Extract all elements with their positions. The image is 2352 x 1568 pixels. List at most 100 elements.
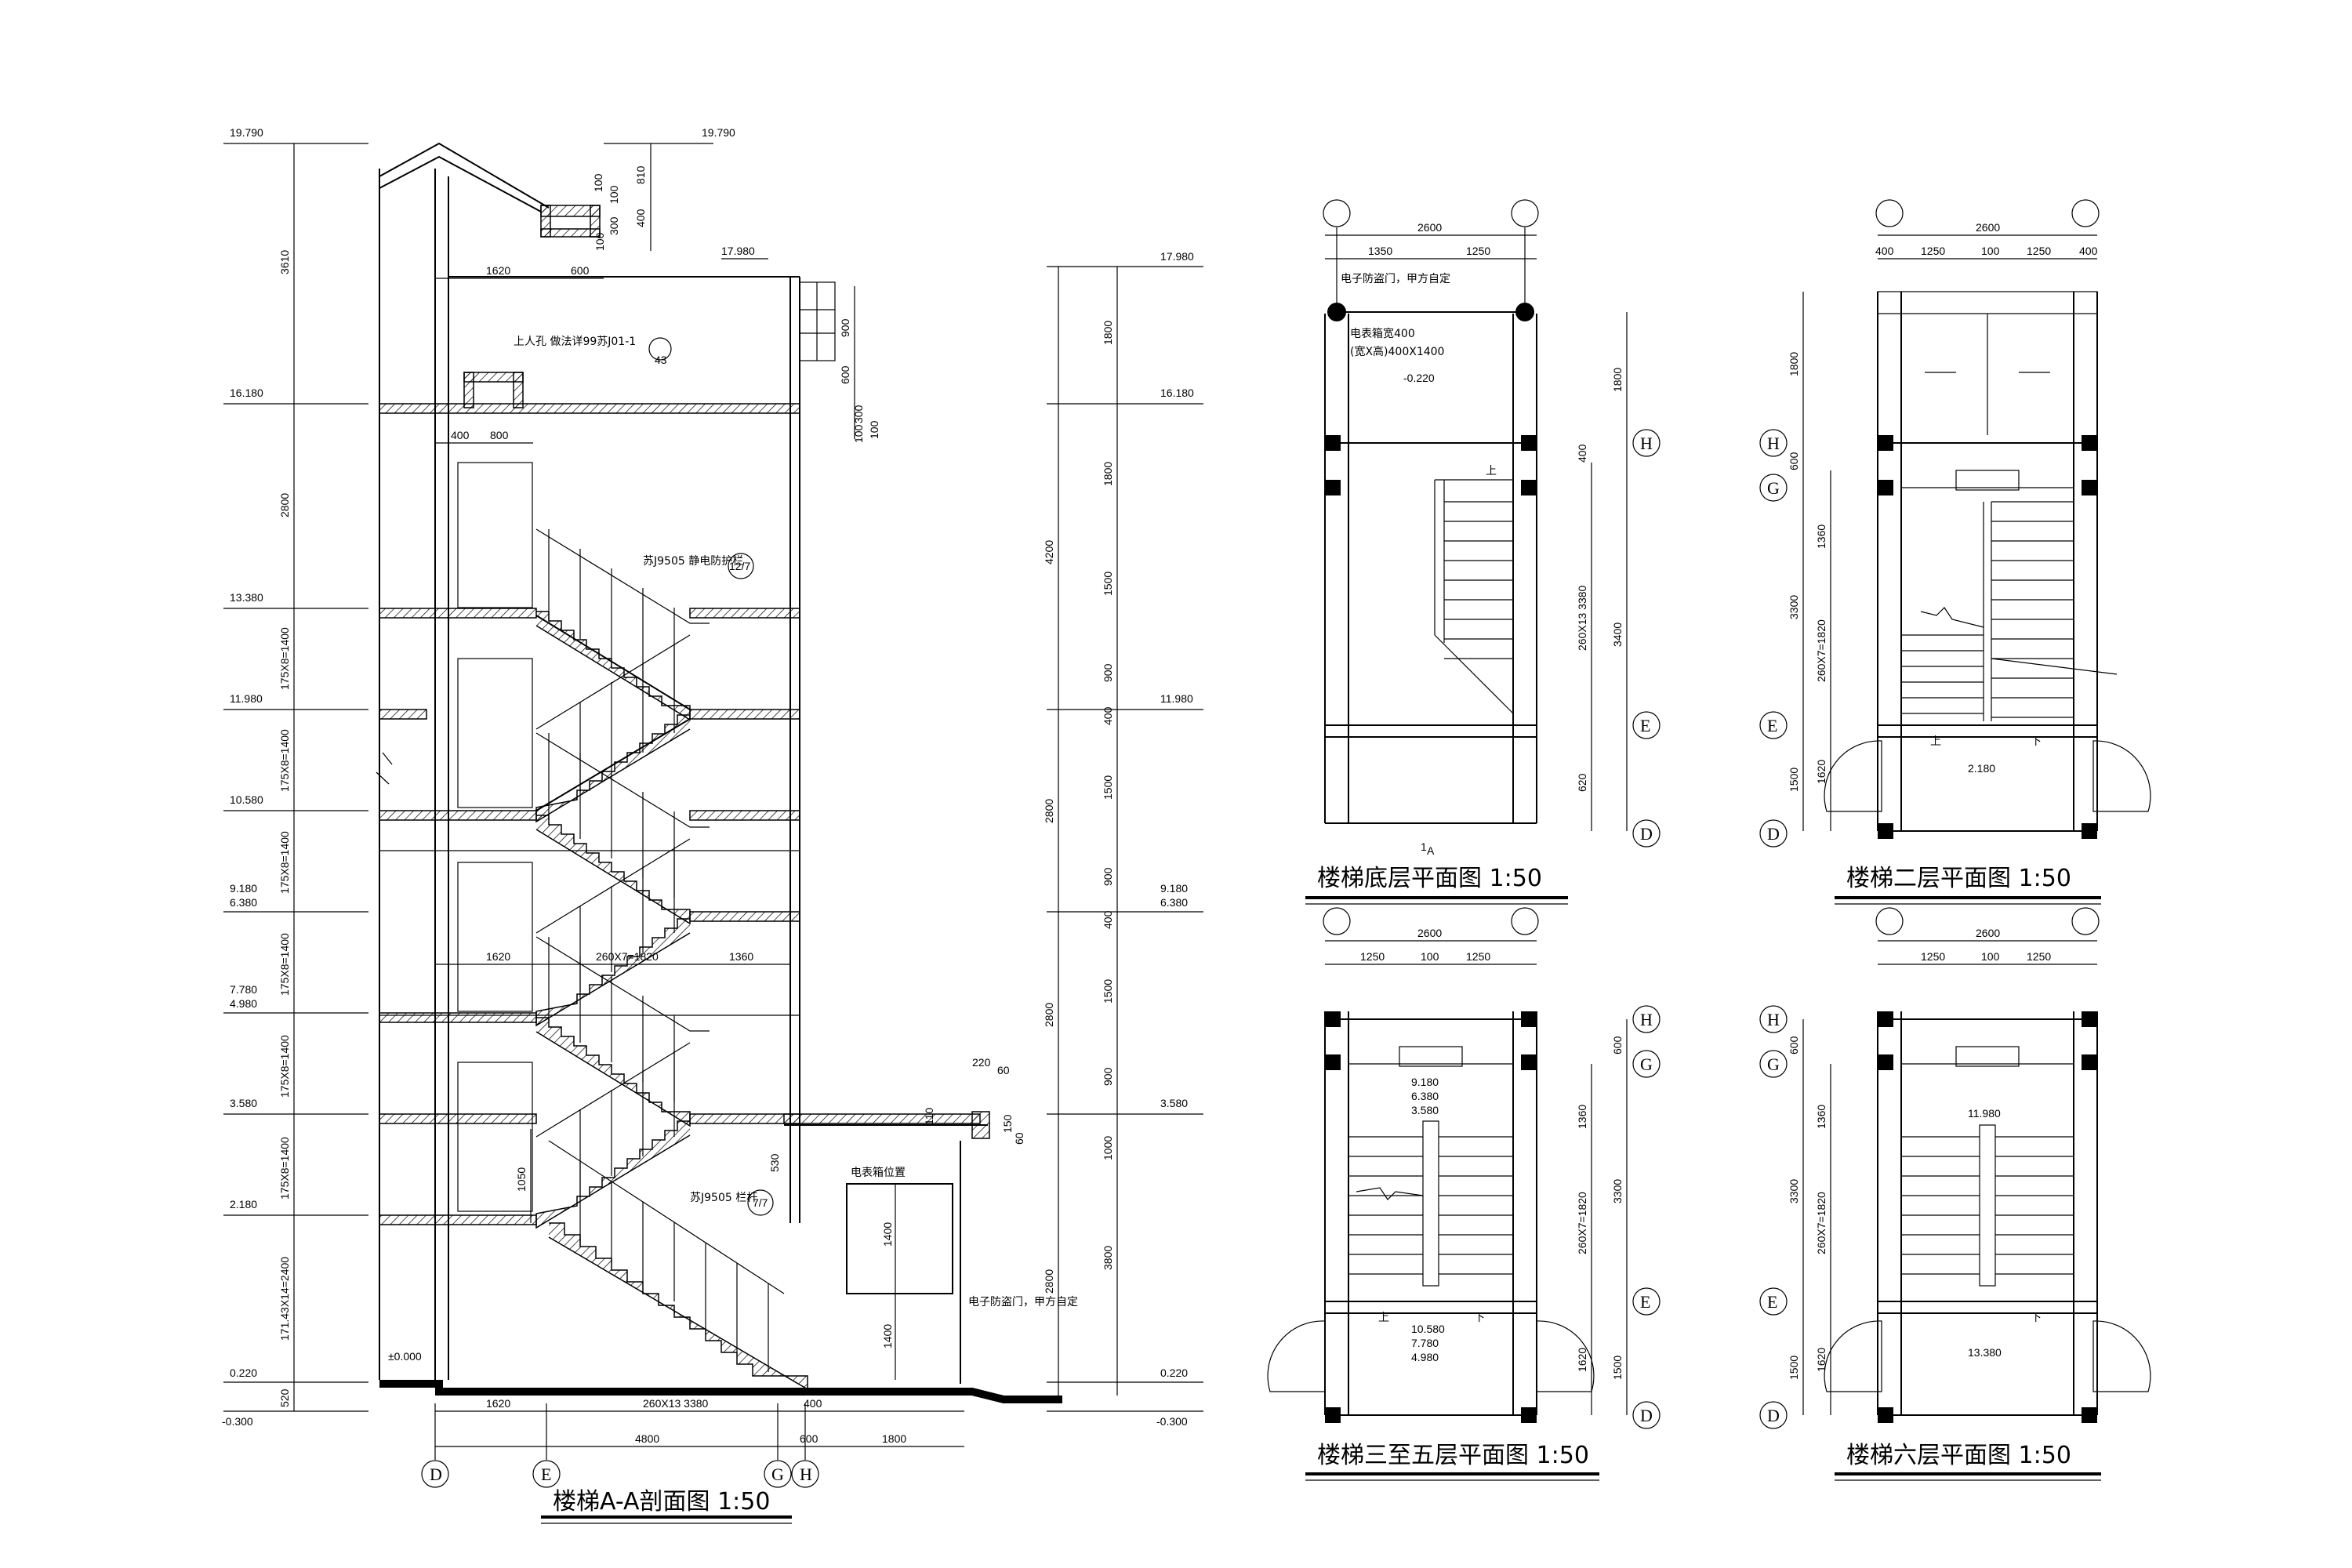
dim-bottom-600: 600: [800, 1432, 818, 1445]
left-level-4: 11.980: [230, 692, 263, 705]
left-level-12: 0.220: [230, 1367, 257, 1379]
dim-bottom-1620: 1620: [486, 1397, 510, 1410]
left-dim-4: 175X8=1400: [278, 729, 291, 792]
axis-s-h: H: [1767, 434, 1780, 453]
axis-m-g: G: [1640, 1054, 1653, 1074]
dim-530: 530: [768, 1153, 781, 1172]
m-level-top-2: 6.380: [1411, 1090, 1439, 1102]
dim-window-100b: 100: [868, 420, 880, 439]
parapet-level: 17.980: [721, 245, 755, 257]
t-level-2: 13.380: [1968, 1346, 2002, 1359]
dim-s-400b: 400: [2079, 245, 2098, 257]
m-level-top-3: 3.580: [1411, 1104, 1439, 1116]
dim-g-3400: 3400: [1611, 622, 1624, 647]
m-stair-treads: [1348, 1136, 1513, 1275]
axis-label-d: D: [430, 1465, 442, 1484]
door-5: [457, 658, 533, 808]
right-dim-3: 4200: [1043, 540, 1055, 564]
note-security-door: 电子防盗门，甲方自定: [968, 1296, 1078, 1308]
ground-line: [379, 1380, 1062, 1403]
dim-mid-1360: 1360: [729, 950, 753, 963]
left-dim-9: 171.43X14=2400: [278, 1257, 291, 1341]
stair-flights: [535, 611, 808, 1391]
level-g-minus: -0.220: [1403, 372, 1435, 384]
g-up-label: 上: [1486, 464, 1497, 477]
title-section: 楼梯A-A剖面图 1:50: [553, 1488, 770, 1515]
note-railing-bottom: 苏J9505 栏杆: [690, 1192, 757, 1204]
t-level-1: 11.980: [1968, 1107, 2001, 1120]
dim-top-600: 600: [571, 264, 590, 277]
dim-g-400: 400: [1576, 444, 1588, 463]
right-dim-4: 1500: [1102, 572, 1114, 596]
dim-g-1250: 1250: [1466, 245, 1490, 257]
dim-g-620: 620: [1576, 773, 1588, 792]
dim-m-1820: 260X7=1820: [1576, 1192, 1588, 1254]
dim-s-1360: 1360: [1815, 524, 1828, 549]
railings: [535, 528, 785, 1372]
right-dim-9: 900: [1102, 867, 1114, 886]
right-dim-7: 1500: [1102, 775, 1114, 800]
dim-1050: 1050: [515, 1167, 528, 1192]
ref-circle-12-7: [728, 553, 754, 579]
right-dim-15: 3800: [1102, 1246, 1114, 1270]
dim-m-100: 100: [1421, 950, 1439, 963]
s-stair-treads: [1901, 501, 2074, 718]
axis-label-g: G: [771, 1465, 784, 1484]
dim-s-3300: 3300: [1788, 595, 1800, 619]
cornice-dim-e: 810: [634, 165, 647, 184]
section-a-a: 19.790 16.180 13.380 11.980 10.580 9.180…: [222, 126, 1203, 1524]
left-level-6: 9.180: [230, 882, 257, 895]
dim-meter-below-1400: 1400: [881, 1324, 894, 1348]
dim-t-1820: 260X7=1820: [1815, 1192, 1828, 1254]
dim-m-600: 600: [1611, 1036, 1624, 1054]
axis-t-e: E: [1767, 1292, 1777, 1312]
right-level-neg: -0.300: [1156, 1415, 1188, 1428]
dim-bottom-4800: 4800: [635, 1432, 659, 1445]
dim-150: 150: [1001, 1114, 1014, 1133]
dim-g-steps: 260X13 3380: [1576, 585, 1588, 651]
t-stair-treads: [1901, 1136, 2074, 1275]
door-2: [457, 1062, 533, 1212]
axis-s-e: E: [1767, 716, 1777, 735]
cornice-dim-d: 100: [593, 232, 606, 251]
dim-g-1800: 1800: [1611, 368, 1624, 392]
ref-circle-43: [648, 337, 672, 361]
dim-s-600: 600: [1788, 452, 1800, 470]
dim-s-1500: 1500: [1788, 768, 1800, 792]
axis-bubble-d: [421, 1460, 449, 1488]
note-g-door: 电子防盗门，甲方自定: [1341, 273, 1450, 285]
dim-m-2600: 2600: [1417, 927, 1442, 939]
right-level-3580: 3.580: [1160, 1097, 1188, 1109]
dim-t-2600: 2600: [1976, 927, 2000, 939]
m-level-top-1: 9.180: [1411, 1076, 1439, 1088]
left-level-10: 3.580: [230, 1097, 257, 1109]
left-level-ticks: [223, 143, 368, 1412]
g-stair-treads: [1444, 501, 1513, 659]
right-dim-12: 2800: [1043, 1003, 1055, 1027]
door-6: [457, 462, 533, 608]
dim-t-1620: 1620: [1815, 1348, 1828, 1372]
note-g-meter-size: (宽X高)400X1400: [1350, 345, 1444, 358]
section-mark-1: 1: [1421, 840, 1427, 853]
axis-s-g: G: [1767, 478, 1780, 498]
axis-bubble-e: [532, 1460, 561, 1488]
dim-mid-1620: 1620: [486, 950, 510, 963]
dim-t-1360: 1360: [1815, 1105, 1828, 1129]
axis-s-d: D: [1767, 824, 1780, 844]
axis-t-d: D: [1767, 1406, 1780, 1425]
dim-t-3300: 3300: [1788, 1179, 1800, 1203]
axis-g-h: H: [1640, 434, 1653, 453]
axis-t-g: G: [1767, 1054, 1780, 1074]
dim-t-1500: 1500: [1788, 1356, 1800, 1380]
dim-m-1250a: 1250: [1360, 950, 1385, 963]
axis-g-d: D: [1640, 824, 1653, 844]
dim-m-1360: 1360: [1576, 1105, 1588, 1129]
left-dim-1: 3610: [278, 250, 291, 274]
right-level-0220: 0.220: [1160, 1367, 1188, 1379]
dim-s-1800: 1800: [1788, 352, 1800, 376]
left-level-2: 16.180: [230, 387, 263, 399]
cornice-dim-b: 100: [608, 185, 620, 204]
note-railing-top: 苏J9505 静电防护栏: [643, 555, 743, 568]
dim-60a: 60: [997, 1064, 1010, 1076]
right-dim-13: 900: [1102, 1067, 1114, 1086]
